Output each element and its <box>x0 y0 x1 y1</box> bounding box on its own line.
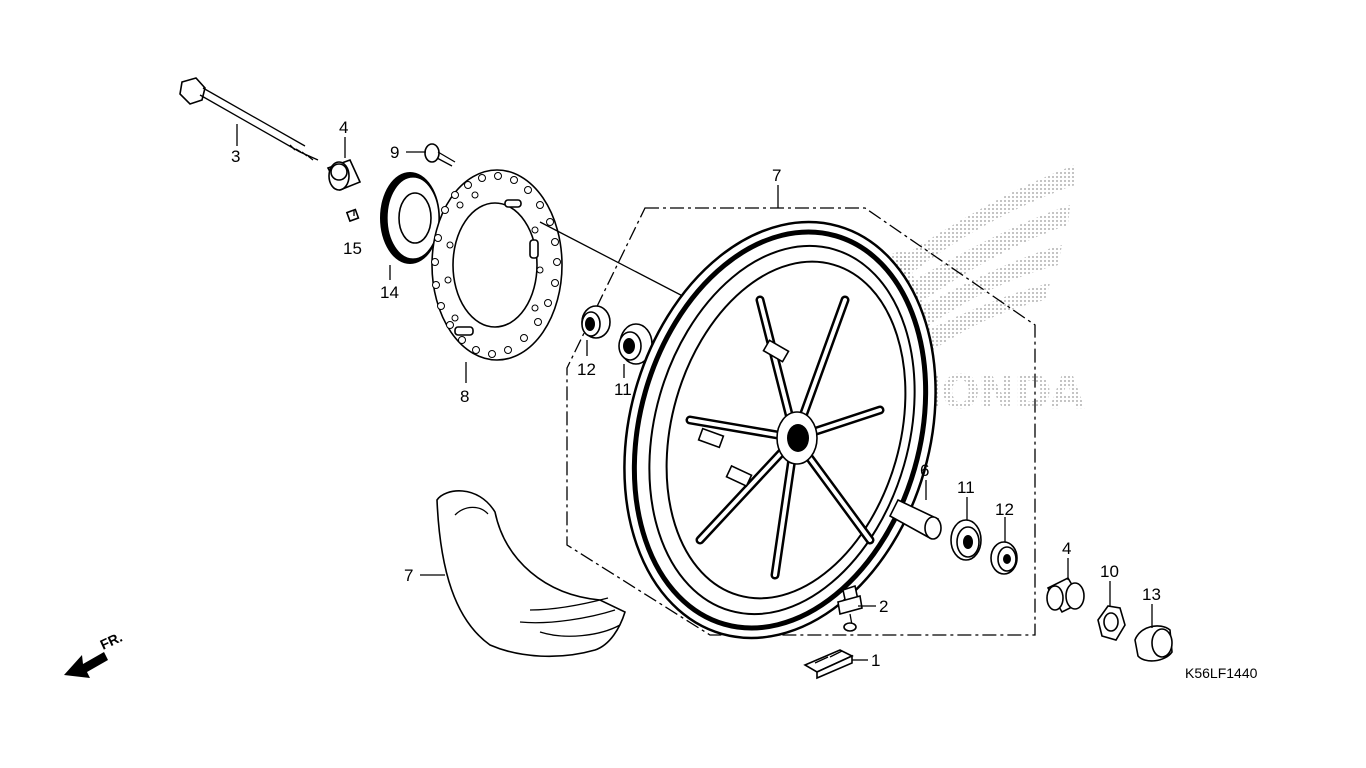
bearing-left-outer <box>581 305 611 339</box>
distance-collar <box>888 498 942 540</box>
disc-bolt <box>424 143 456 167</box>
callout-14: 14 <box>380 283 399 302</box>
drawing-code: K56LF1440 <box>1185 665 1258 681</box>
callout-3: 3 <box>231 147 240 166</box>
callout-12-right: 12 <box>995 500 1014 519</box>
front-direction-label: FR. <box>98 629 125 653</box>
brake-disc <box>431 169 563 361</box>
leader-lines <box>236 124 1153 661</box>
callout-1: 1 <box>871 651 880 670</box>
bearing-right-outer <box>990 541 1018 575</box>
callout-9: 9 <box>390 143 399 162</box>
callout-7: 7 <box>404 566 413 585</box>
callout-10: 10 <box>1100 562 1119 581</box>
callout-11-right: 11 <box>957 478 975 497</box>
axle-bolt <box>179 77 319 161</box>
axle-nut <box>1097 605 1126 641</box>
cast-wheel <box>623 220 937 640</box>
callout-2: 2 <box>879 597 888 616</box>
callout-8: 8 <box>460 387 469 406</box>
front-fender <box>436 490 626 658</box>
callout-5: 6 <box>920 461 929 480</box>
callout-12-left: 12 <box>577 360 596 379</box>
axle-nut-cap <box>1134 625 1173 662</box>
tire-valve <box>837 584 863 632</box>
callout-4-left: 4 <box>339 118 348 137</box>
bearing-right-inner <box>950 519 982 561</box>
callout-11-left: 11 <box>614 380 632 399</box>
balance-weight <box>803 649 854 680</box>
pulser-ring-screw <box>345 208 360 223</box>
side-collar-right <box>1046 576 1085 614</box>
callout-6: 7 <box>772 166 781 185</box>
side-collar-left <box>326 158 362 192</box>
front-direction-arrow <box>64 652 108 678</box>
wheel-assembly-boundary <box>566 207 1036 636</box>
pulser-ring <box>380 172 440 264</box>
callout-4-right: 4 <box>1062 539 1071 558</box>
bearing-left-inner <box>618 323 653 365</box>
callout-13: 13 <box>1142 585 1161 604</box>
callout-15: 15 <box>343 239 362 258</box>
